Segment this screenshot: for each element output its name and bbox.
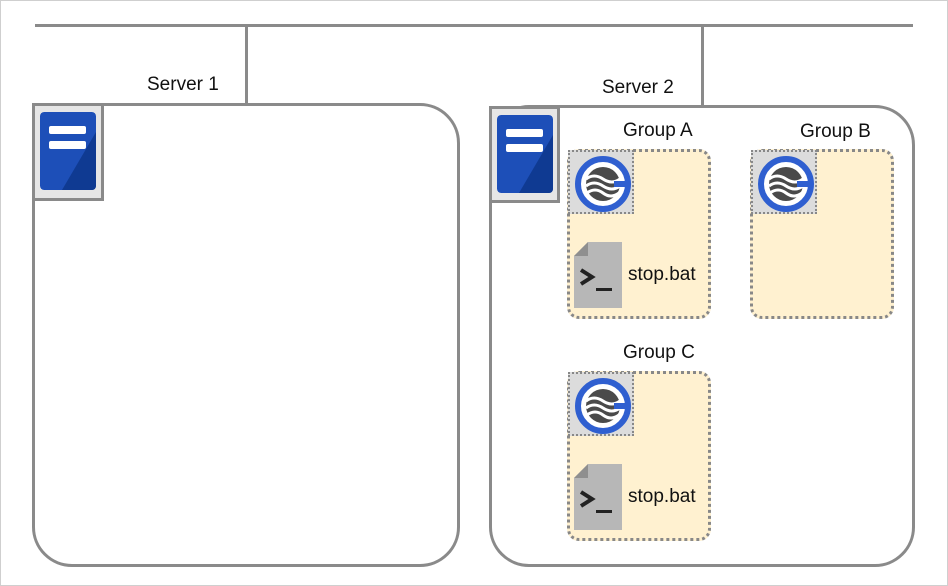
server-1-icon-box [32, 103, 104, 201]
group-c-icon-box [568, 372, 634, 436]
group-b-label: Group B [800, 121, 871, 142]
group-a-label: Group A [623, 120, 693, 141]
group-a-icon-box [568, 150, 634, 214]
group-a-script-label: stop.bat [628, 264, 696, 285]
server-1-connector-line [245, 25, 248, 105]
group-icon [575, 378, 631, 434]
server-2-icon-box [489, 106, 560, 203]
group-icon [575, 156, 631, 212]
server-1-label: Server 1 [147, 74, 219, 95]
script-file-icon [574, 242, 622, 308]
server-icon [40, 112, 96, 190]
server-2-label: Server 2 [602, 77, 674, 98]
group-c-label: Group C [623, 342, 695, 363]
group-c-script-label: stop.bat [628, 486, 696, 507]
group-icon [758, 156, 814, 212]
group-c-box: stop.bat [567, 371, 711, 541]
group-a-box: stop.bat [567, 149, 711, 319]
server-2-connector-line [701, 25, 704, 107]
group-a-script: stop.bat [574, 242, 696, 308]
script-file-icon [574, 464, 622, 530]
group-c-script: stop.bat [574, 464, 696, 530]
group-b-icon-box [751, 150, 817, 214]
network-bus-line [35, 24, 913, 27]
group-b-box [750, 149, 894, 319]
server-icon [497, 115, 553, 193]
